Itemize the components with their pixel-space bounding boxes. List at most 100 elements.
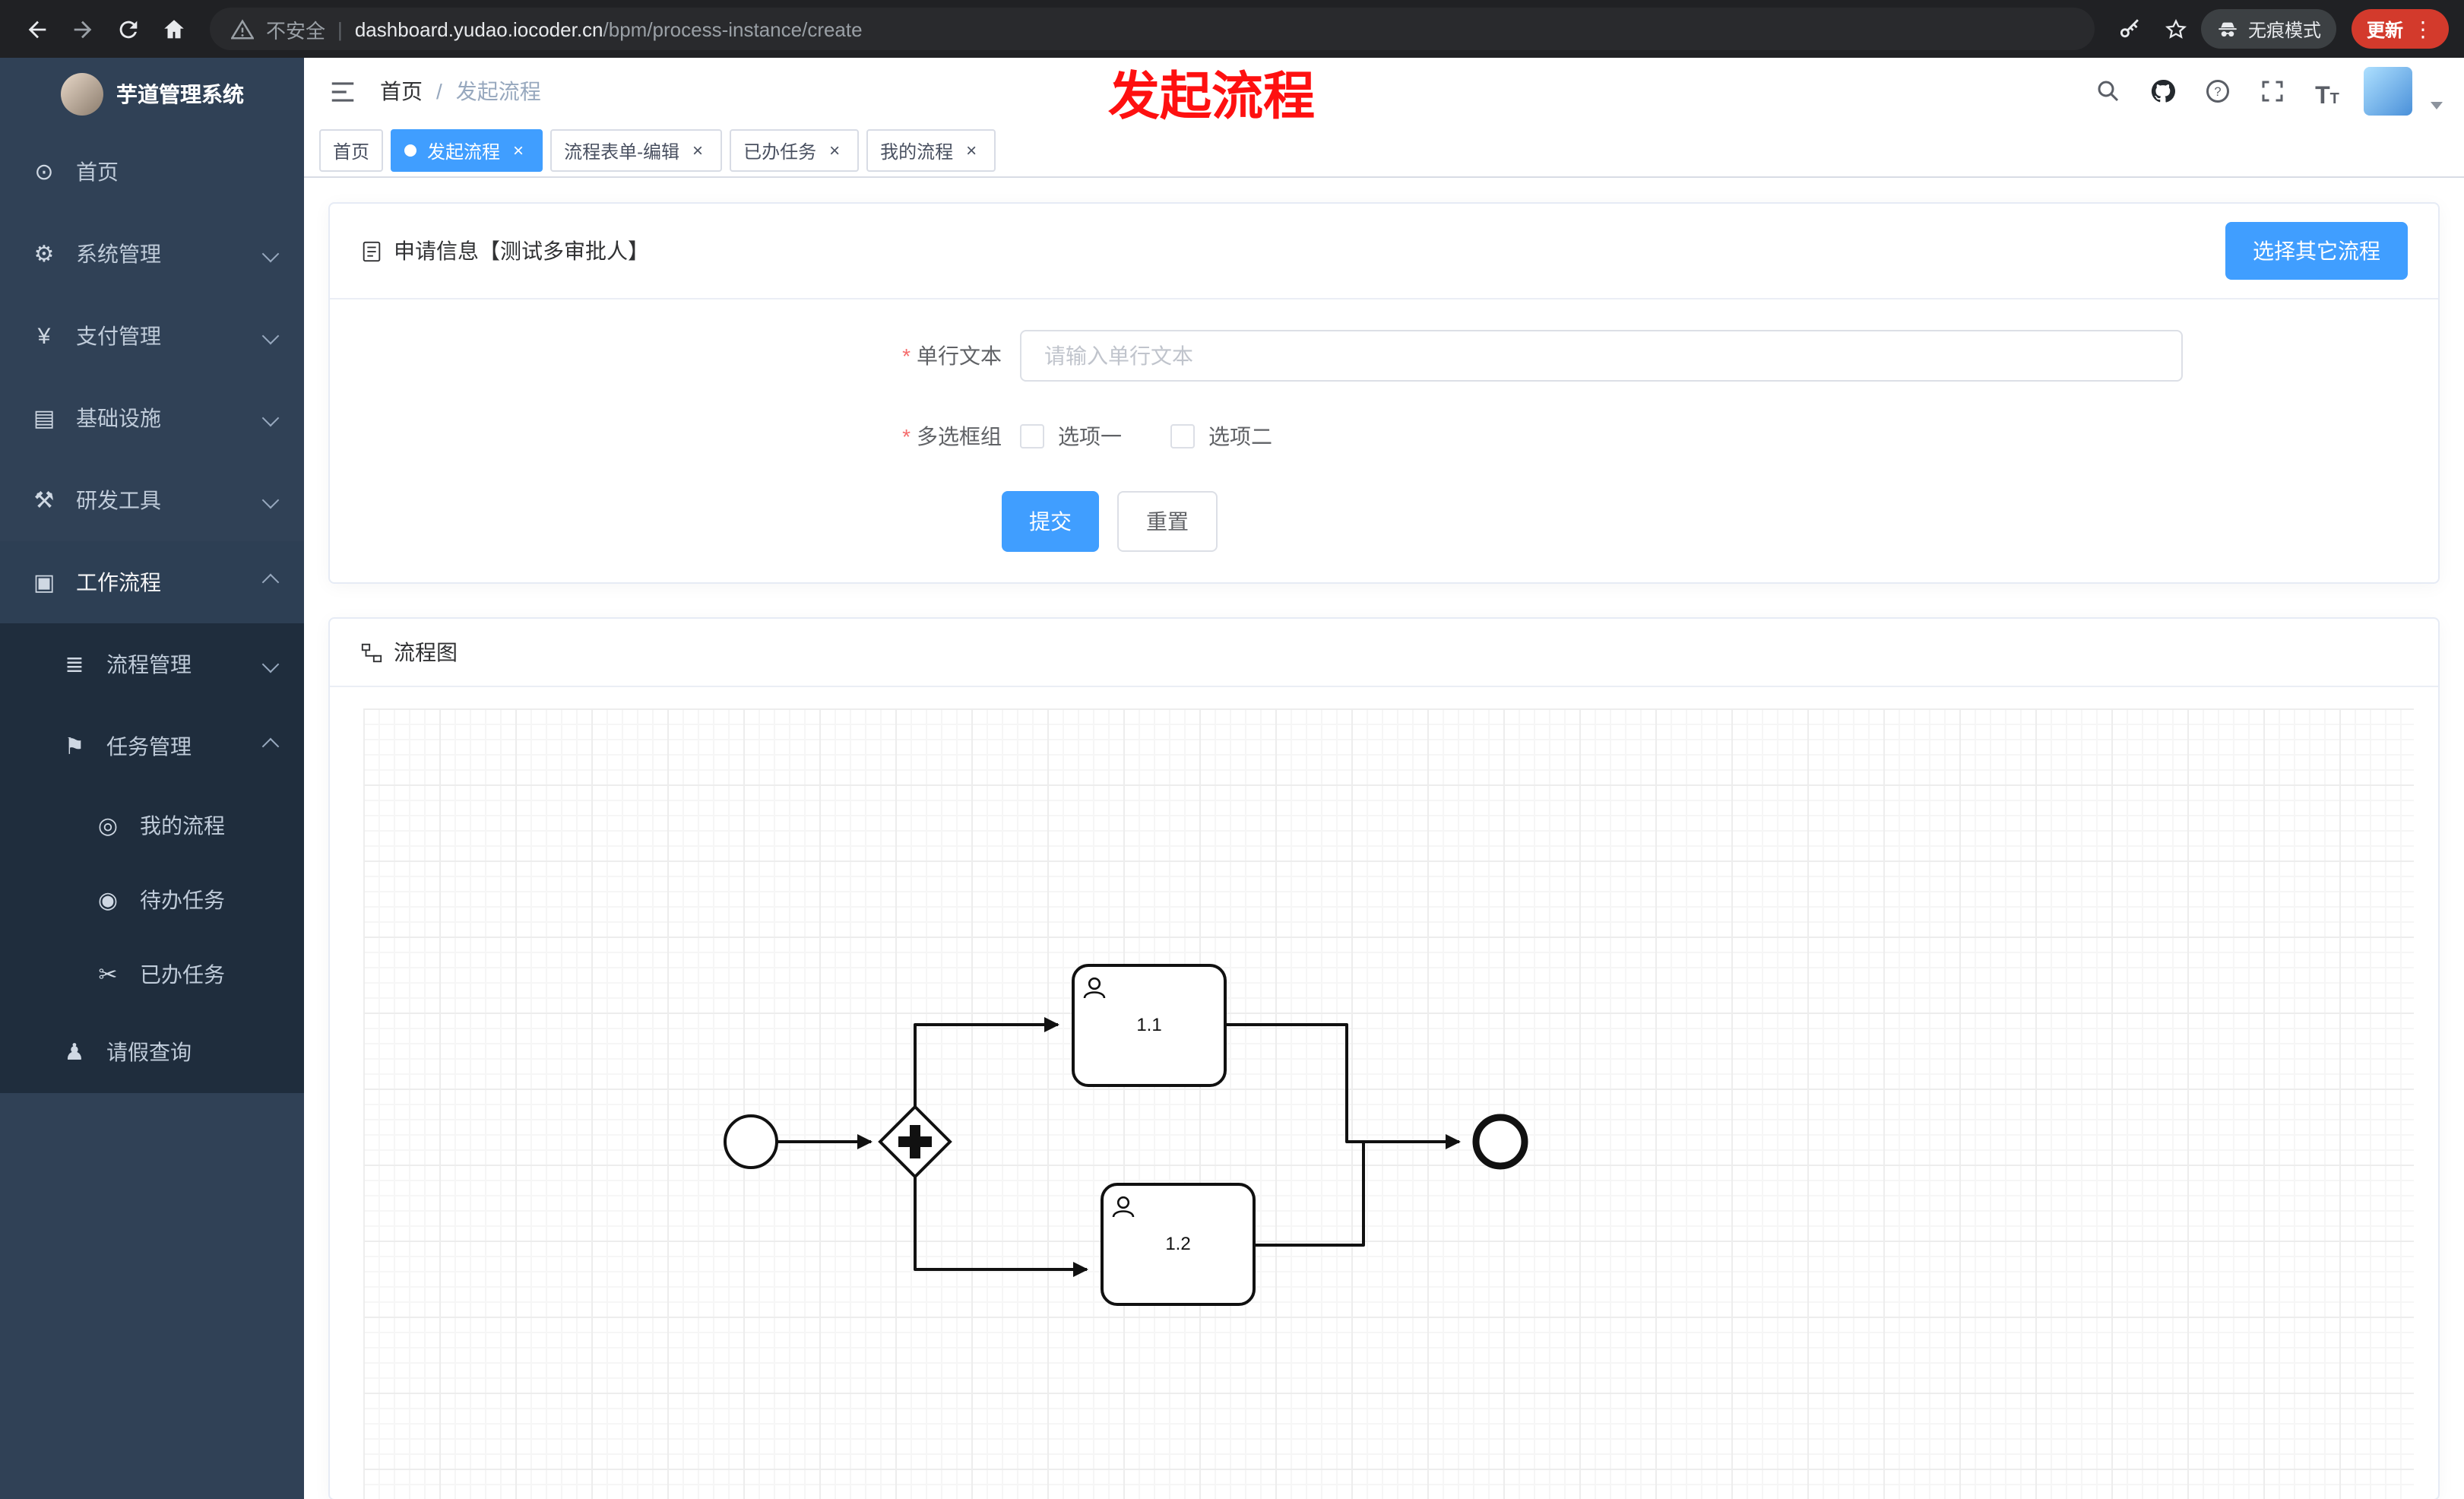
my-process-icon: ◎: [97, 813, 119, 838]
reload-button[interactable]: [106, 8, 149, 50]
sidebar-item-infrastructure[interactable]: ▤ 基础设施: [0, 377, 304, 459]
sidebar-item-done-tasks[interactable]: ✂ 已办任务: [0, 936, 304, 1011]
application-info-card: 申请信息【测试多审批人】 选择其它流程 *单行文本: [328, 202, 2440, 584]
user-task-1[interactable]: 1.1: [1072, 964, 1227, 1087]
form-card-title: 申请信息【测试多审批人】: [360, 236, 649, 266]
app-logo[interactable]: 芋道管理系统: [0, 58, 304, 131]
user-task-icon: [1112, 1196, 1135, 1218]
security-label: 不安全: [266, 19, 326, 42]
task-flag-icon: ⚑: [64, 734, 85, 760]
app-title: 芋道管理系统: [116, 82, 244, 106]
checkbox-icon[interactable]: [1020, 424, 1044, 448]
annotation-title: 发起流程: [1108, 68, 1315, 126]
sidebar: 芋道管理系统 ⊙ 首页 ⚙ 系统管理 ¥ 支付管理 ▤ 基础设施: [0, 58, 304, 1499]
gear-icon: ⚙: [33, 242, 55, 268]
checkbox-group-label: *多选框组: [902, 424, 1002, 448]
incognito-badge: 无痕模式: [2200, 9, 2336, 49]
task-label: 1.2: [1165, 1234, 1190, 1254]
svg-text:?: ?: [2214, 85, 2221, 99]
yen-icon: ¥: [37, 323, 51, 349]
end-event[interactable]: [1472, 1114, 1528, 1170]
submit-button[interactable]: 提交: [1002, 491, 1099, 552]
start-event[interactable]: [724, 1114, 778, 1169]
bpmn-canvas[interactable]: 1.1 1.2: [363, 708, 2414, 1499]
tab-process-form-edit[interactable]: 流程表单-编辑 ×: [550, 129, 723, 172]
flow-task1-to-end: [1225, 1023, 1461, 1149]
sidebar-item-todo-tasks[interactable]: ◉ 待办任务: [0, 862, 304, 936]
checkbox-option-2[interactable]: 选项二: [1170, 421, 1272, 452]
user-task-2[interactable]: 1.2: [1101, 1183, 1256, 1306]
tab-my-processes[interactable]: 我的流程 ×: [866, 129, 996, 172]
incognito-label: 无痕模式: [2247, 19, 2321, 40]
back-button[interactable]: [15, 8, 58, 50]
tab-initiate-process[interactable]: 发起流程 ×: [391, 129, 543, 172]
close-icon[interactable]: ×: [829, 140, 841, 161]
browser-update-button[interactable]: 更新 ⋮: [2351, 9, 2449, 49]
help-icon[interactable]: ?: [2200, 73, 2236, 109]
browser-menu-icon[interactable]: ⋮: [2412, 16, 2434, 40]
parallel-gateway[interactable]: [878, 1104, 952, 1179]
sidebar-item-home[interactable]: ⊙ 首页: [0, 131, 304, 213]
breadcrumb: 首页 / 发起流程: [380, 76, 541, 106]
process-list-icon: ≣: [65, 652, 84, 678]
avatar-caret-down-icon[interactable]: [2431, 102, 2443, 109]
url-separator: |: [337, 17, 343, 40]
bookmark-star-icon[interactable]: [2155, 8, 2198, 50]
breadcrumb-home[interactable]: 首页: [380, 79, 423, 103]
chevron-down-icon: [261, 245, 280, 263]
sidebar-item-task-management[interactable]: ⚑ 任务管理: [0, 705, 304, 788]
sidebar-item-my-processes[interactable]: ◎ 我的流程: [0, 788, 304, 862]
person-icon: ♟: [64, 1040, 85, 1066]
close-icon[interactable]: ×: [513, 140, 524, 161]
infrastructure-icon: ▤: [33, 406, 55, 432]
sidebar-item-workflow[interactable]: ▣ 工作流程: [0, 541, 304, 623]
checkbox-icon[interactable]: [1170, 424, 1195, 448]
forward-button[interactable]: [61, 8, 103, 50]
sidebar-item-system-management[interactable]: ⚙ 系统管理: [0, 213, 304, 295]
process-diagram-card: 流程图: [328, 617, 2440, 1499]
sidebar-item-leave-query[interactable]: ♟ 请假查询: [0, 1011, 304, 1093]
workflow-submenu: ≣ 流程管理 ⚑ 任务管理 ◎ 我的流程 ◉ 待办任务: [0, 623, 304, 1093]
user-avatar-image[interactable]: [2364, 67, 2412, 116]
sidebar-item-payment-management[interactable]: ¥ 支付管理: [0, 295, 304, 377]
sidebar-collapse-icon[interactable]: [325, 74, 359, 108]
chevron-down-icon: [261, 327, 280, 345]
address-bar[interactable]: 不安全 | dashboard.yudao.iocoder.cn/bpm/pro…: [210, 8, 2095, 50]
tab-home[interactable]: 首页: [319, 129, 384, 172]
checkbox-option-1[interactable]: 选项一: [1020, 421, 1122, 452]
fullscreen-icon[interactable]: [2254, 73, 2291, 109]
chevron-down-icon: [261, 491, 280, 509]
chevron-down-icon: [261, 655, 280, 673]
close-icon[interactable]: ×: [692, 140, 704, 161]
document-icon: [363, 240, 381, 261]
sidebar-item-process-management[interactable]: ≣ 流程管理: [0, 623, 304, 705]
breadcrumb-current: 发起流程: [455, 79, 541, 103]
reset-button[interactable]: 重置: [1117, 491, 1218, 552]
eye-icon: ◉: [97, 887, 119, 913]
flow-task2-merge: [1254, 1143, 1365, 1247]
workflow-icon: ▣: [33, 570, 55, 596]
sidebar-item-dev-tools[interactable]: ⚒ 研发工具: [0, 459, 304, 541]
github-icon[interactable]: [2145, 73, 2181, 109]
flowchart-icon: [361, 642, 382, 662]
scissors-icon: ✂: [98, 962, 118, 987]
single-line-text-input[interactable]: [1020, 330, 2183, 382]
close-icon[interactable]: ×: [966, 140, 977, 161]
process-form: *单行文本 *多选框组 选项一: [330, 299, 2438, 582]
url-path: /bpm/process-instance/create: [603, 17, 863, 40]
search-icon[interactable]: [2090, 73, 2127, 109]
flow-gateway-to-task1: [914, 1017, 1059, 1107]
dashboard-icon: ⊙: [34, 160, 54, 185]
not-secure-warning-icon: [231, 18, 254, 39]
tools-icon: ⚒: [33, 488, 55, 514]
single-line-text-label: *单行文本: [902, 344, 1002, 368]
tabs-bar: 首页 发起流程 × 流程表单-编辑 × 已办任务 × 我的流程 ×: [304, 125, 2464, 178]
task-label: 1.1: [1136, 1015, 1161, 1035]
logo-avatar-image: [60, 73, 103, 116]
diagram-card-title: 流程图: [360, 637, 458, 667]
home-button[interactable]: [152, 8, 195, 50]
tab-done-tasks[interactable]: 已办任务 ×: [730, 129, 860, 172]
select-other-process-button[interactable]: 选择其它流程: [2225, 222, 2408, 280]
password-key-icon[interactable]: [2110, 8, 2152, 50]
